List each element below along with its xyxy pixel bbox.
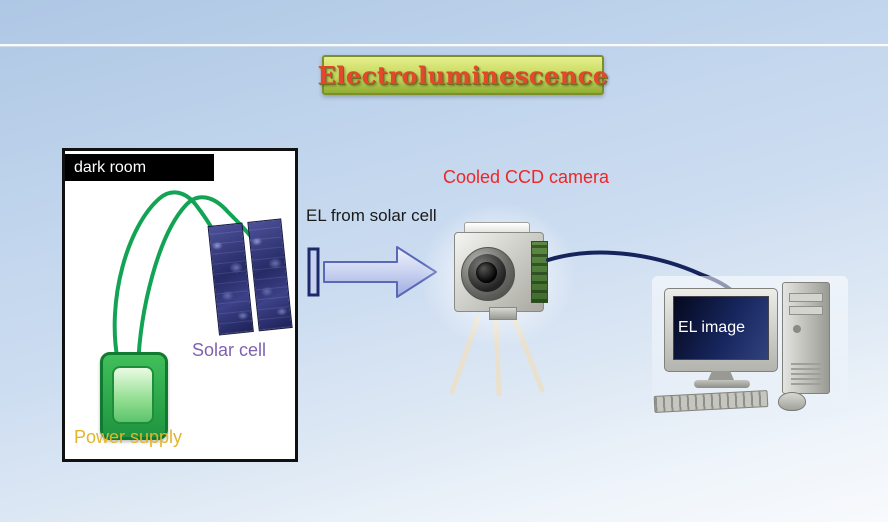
el-from-solar-cell-label: EL from solar cell bbox=[306, 206, 437, 225]
dark-room-label: dark room bbox=[65, 154, 214, 181]
power-supply-icon bbox=[100, 352, 168, 440]
el-image-label: EL image bbox=[678, 319, 745, 336]
camera-body bbox=[454, 232, 548, 320]
title-banner: Electroluminescence bbox=[317, 55, 608, 95]
solar-cell-image bbox=[207, 218, 293, 336]
power-supply-label: Power supply bbox=[74, 427, 183, 447]
solar-cell-label: Solar cell bbox=[192, 340, 267, 360]
monitor-stand bbox=[708, 371, 734, 380]
computer-icon: EL image bbox=[652, 276, 848, 418]
camera-circuit-board bbox=[531, 241, 548, 303]
divider-line bbox=[0, 44, 888, 47]
pc-tower-icon bbox=[782, 282, 830, 394]
block-arrow-icon bbox=[307, 246, 437, 298]
drive-bay bbox=[789, 293, 823, 302]
camera-mount bbox=[489, 307, 517, 320]
monitor-icon: EL image bbox=[664, 288, 778, 372]
drive-bay bbox=[789, 306, 823, 315]
page-title: Electroluminescence bbox=[317, 60, 609, 90]
power-supply-screen bbox=[112, 366, 154, 424]
monitor-screen: EL image bbox=[673, 296, 769, 360]
power-button-icon bbox=[793, 325, 801, 333]
tower-vents bbox=[791, 361, 821, 385]
monitor-base bbox=[694, 380, 750, 388]
ccd-camera-label: Cooled CCD camera bbox=[443, 167, 610, 187]
mouse-icon bbox=[778, 392, 806, 411]
ccd-camera-icon bbox=[420, 202, 576, 348]
camera-lens-icon bbox=[461, 247, 515, 301]
